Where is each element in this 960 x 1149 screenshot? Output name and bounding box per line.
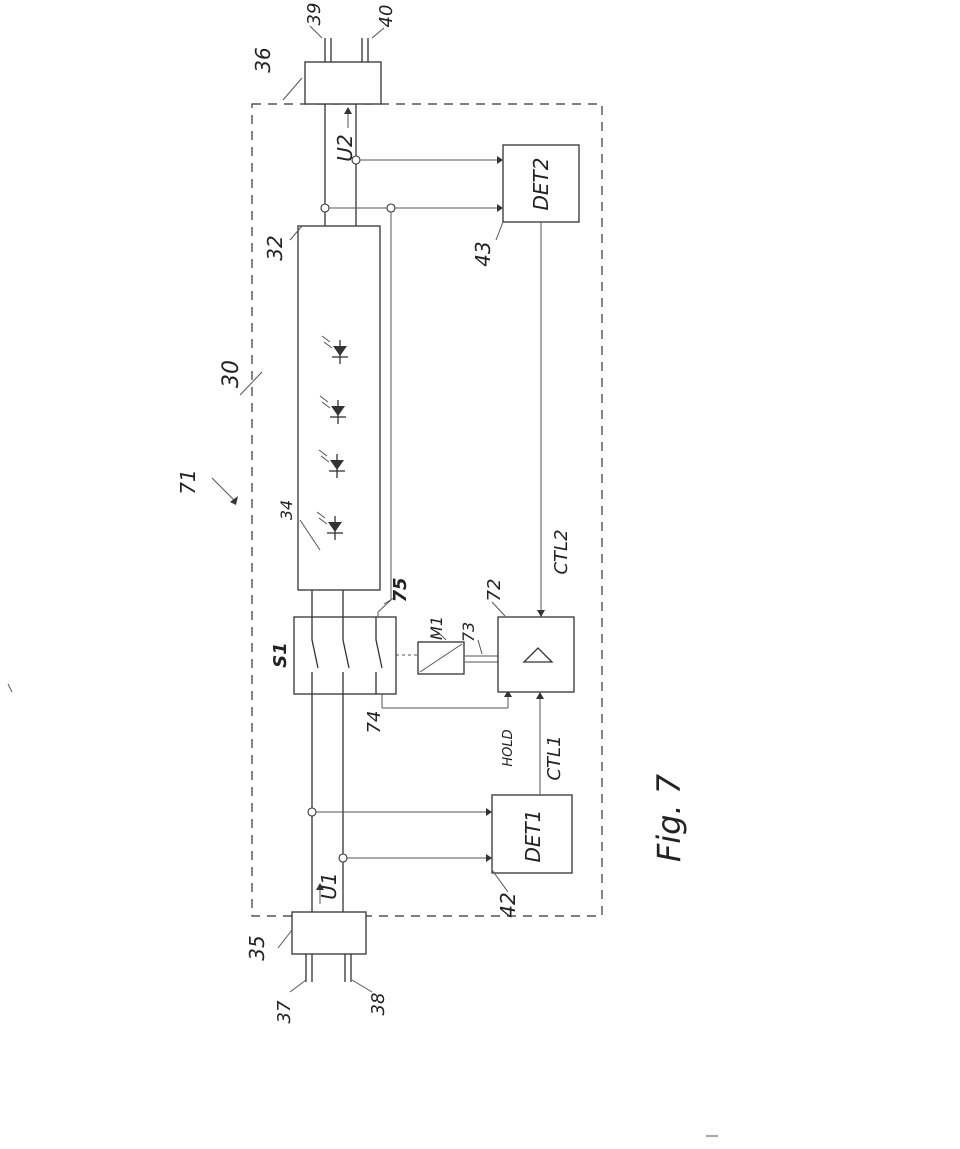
arrowhead-icon xyxy=(536,692,544,699)
ref-37: 37 xyxy=(274,1000,295,1023)
switch-contact-3 xyxy=(375,639,383,669)
leader-m1 xyxy=(439,633,447,641)
arrowhead-icon xyxy=(230,496,238,505)
ref-75: 75 xyxy=(390,577,411,602)
det2-label: DET2 xyxy=(529,158,553,211)
ref-39: 39 xyxy=(304,3,325,26)
voltage-arrow-u1-icon xyxy=(316,883,324,904)
leader-39 xyxy=(309,25,323,39)
device-boundary-30 xyxy=(251,103,603,917)
ref-40: 40 xyxy=(376,5,397,28)
switch-contact-2 xyxy=(342,639,350,669)
led-icon xyxy=(318,449,345,478)
motor-label-m1: M1 xyxy=(427,616,446,640)
arrowhead-icon xyxy=(504,690,512,697)
arrowhead-icon xyxy=(537,610,545,617)
switch-label-s1: S1 xyxy=(270,642,291,668)
leader-40 xyxy=(371,27,385,39)
arrowhead-icon xyxy=(497,204,503,212)
led-icon xyxy=(319,395,346,424)
leader-73 xyxy=(477,639,483,655)
ref-74: 74 xyxy=(364,711,385,734)
leader-42 xyxy=(491,869,509,893)
ref-38: 38 xyxy=(368,993,389,1016)
detector-det1 xyxy=(491,794,573,874)
input-terminal-35 xyxy=(291,911,367,955)
leader-37 xyxy=(289,979,307,993)
leader-30 xyxy=(239,371,263,396)
leader-35 xyxy=(277,929,293,949)
ref-30: 30 xyxy=(219,360,244,388)
amplifier-triangle-icon xyxy=(522,647,554,663)
leader-36 xyxy=(282,77,303,101)
leader-72 xyxy=(491,601,506,617)
led-icon xyxy=(321,335,348,364)
leader-34 xyxy=(299,519,321,551)
scan-mark xyxy=(7,683,13,693)
ref-73: 73 xyxy=(459,622,478,642)
ref-32: 32 xyxy=(263,235,287,260)
arrowhead-icon xyxy=(497,156,503,164)
tap-node xyxy=(307,807,317,817)
ref-71: 71 xyxy=(176,469,200,494)
controller-72 xyxy=(497,616,575,693)
ref-35: 35 xyxy=(245,935,269,960)
leader-38 xyxy=(351,979,373,993)
output-terminal-36 xyxy=(304,61,382,105)
arrowhead-icon xyxy=(486,808,492,816)
leader-32 xyxy=(289,225,303,241)
leader-75 xyxy=(383,597,395,605)
tap-node xyxy=(386,203,396,213)
tap-node xyxy=(320,203,330,213)
ref-43: 43 xyxy=(471,241,495,266)
leader-71 xyxy=(211,477,235,501)
leader-43 xyxy=(495,221,504,241)
voltage-arrow-u2-icon xyxy=(344,107,352,128)
ref-72: 72 xyxy=(484,579,505,602)
led-icon xyxy=(316,511,343,540)
hold-label: HOLD xyxy=(501,729,516,766)
det1-label: DET1 xyxy=(521,810,545,863)
voltage-label-u2: U2 xyxy=(333,134,357,161)
detector-det2 xyxy=(502,144,580,223)
ctl1-label: CTL1 xyxy=(544,735,565,780)
ref-42: 42 xyxy=(496,892,520,917)
switch-contact-1 xyxy=(311,639,319,669)
ctl2-label: CTL2 xyxy=(551,529,572,574)
arrowhead-icon xyxy=(486,854,492,862)
figure-caption: Fig. 7 xyxy=(650,773,688,862)
switch-block-s1 xyxy=(293,616,397,695)
voltage-label-u1: U1 xyxy=(317,872,341,899)
ref-34: 34 xyxy=(277,500,296,520)
tap-node xyxy=(338,853,348,863)
ref-36: 36 xyxy=(251,47,275,72)
